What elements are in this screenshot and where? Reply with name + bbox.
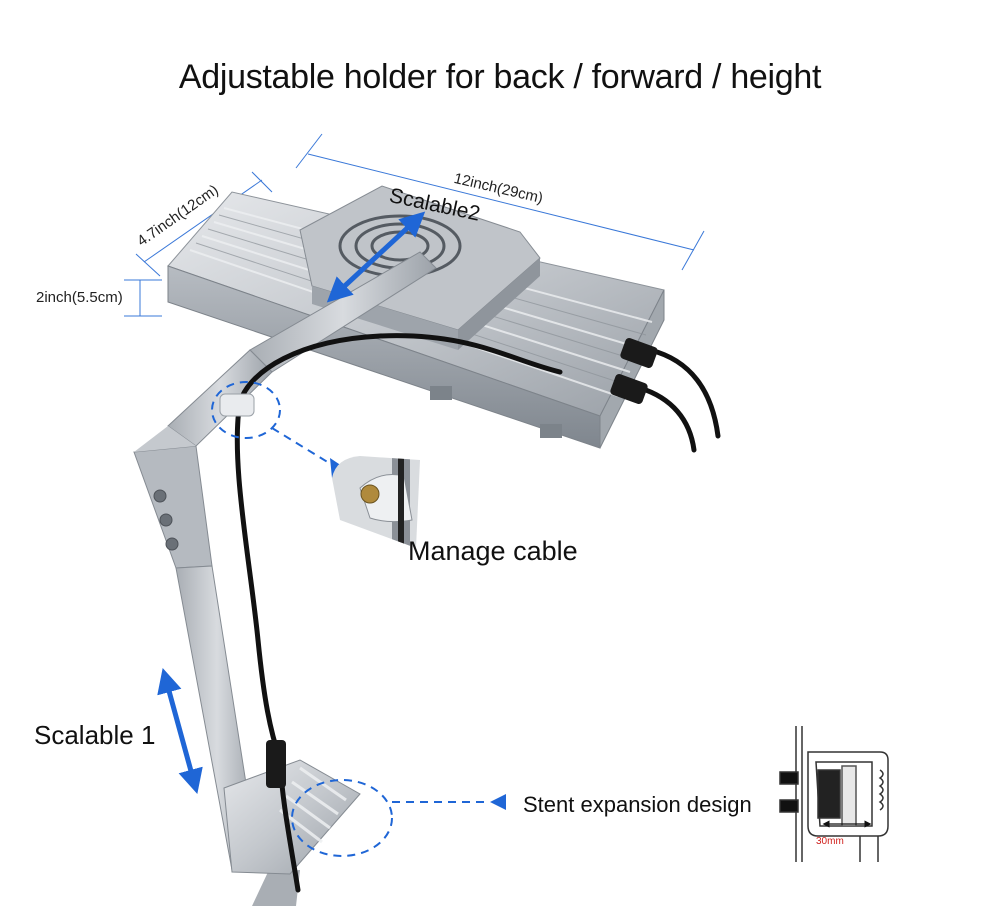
manage-cable-highlight	[211, 381, 281, 439]
scalable1-arrow	[157, 667, 203, 795]
power-cable	[234, 333, 721, 893]
stent-section-diagram	[779, 726, 889, 862]
scalable1-label: Scalable 1	[34, 720, 156, 750]
cable-connectors	[266, 337, 658, 788]
stent-expansion-highlight	[291, 779, 393, 857]
scalable2-arrow	[326, 211, 426, 303]
dimension-length-line	[295, 133, 705, 271]
clamp-gap-label: 30mm	[816, 836, 844, 847]
dimension-height-line	[124, 279, 162, 317]
page-title: Adjustable holder for back / forward / h…	[178, 58, 822, 96]
dimension-height-label: 2inch(5.5cm)	[36, 289, 123, 306]
manage-cable-leader	[271, 427, 335, 467]
manage-cable-label: Manage cable	[408, 536, 578, 566]
cable-clip	[219, 393, 255, 417]
cable-clip-detail	[332, 456, 420, 548]
stent-clamp	[223, 759, 361, 875]
dimension-width-line	[135, 171, 273, 277]
stent-expansion-pointer-icon	[490, 794, 506, 810]
stent-expansion-label: Stent expansion design	[523, 792, 752, 817]
